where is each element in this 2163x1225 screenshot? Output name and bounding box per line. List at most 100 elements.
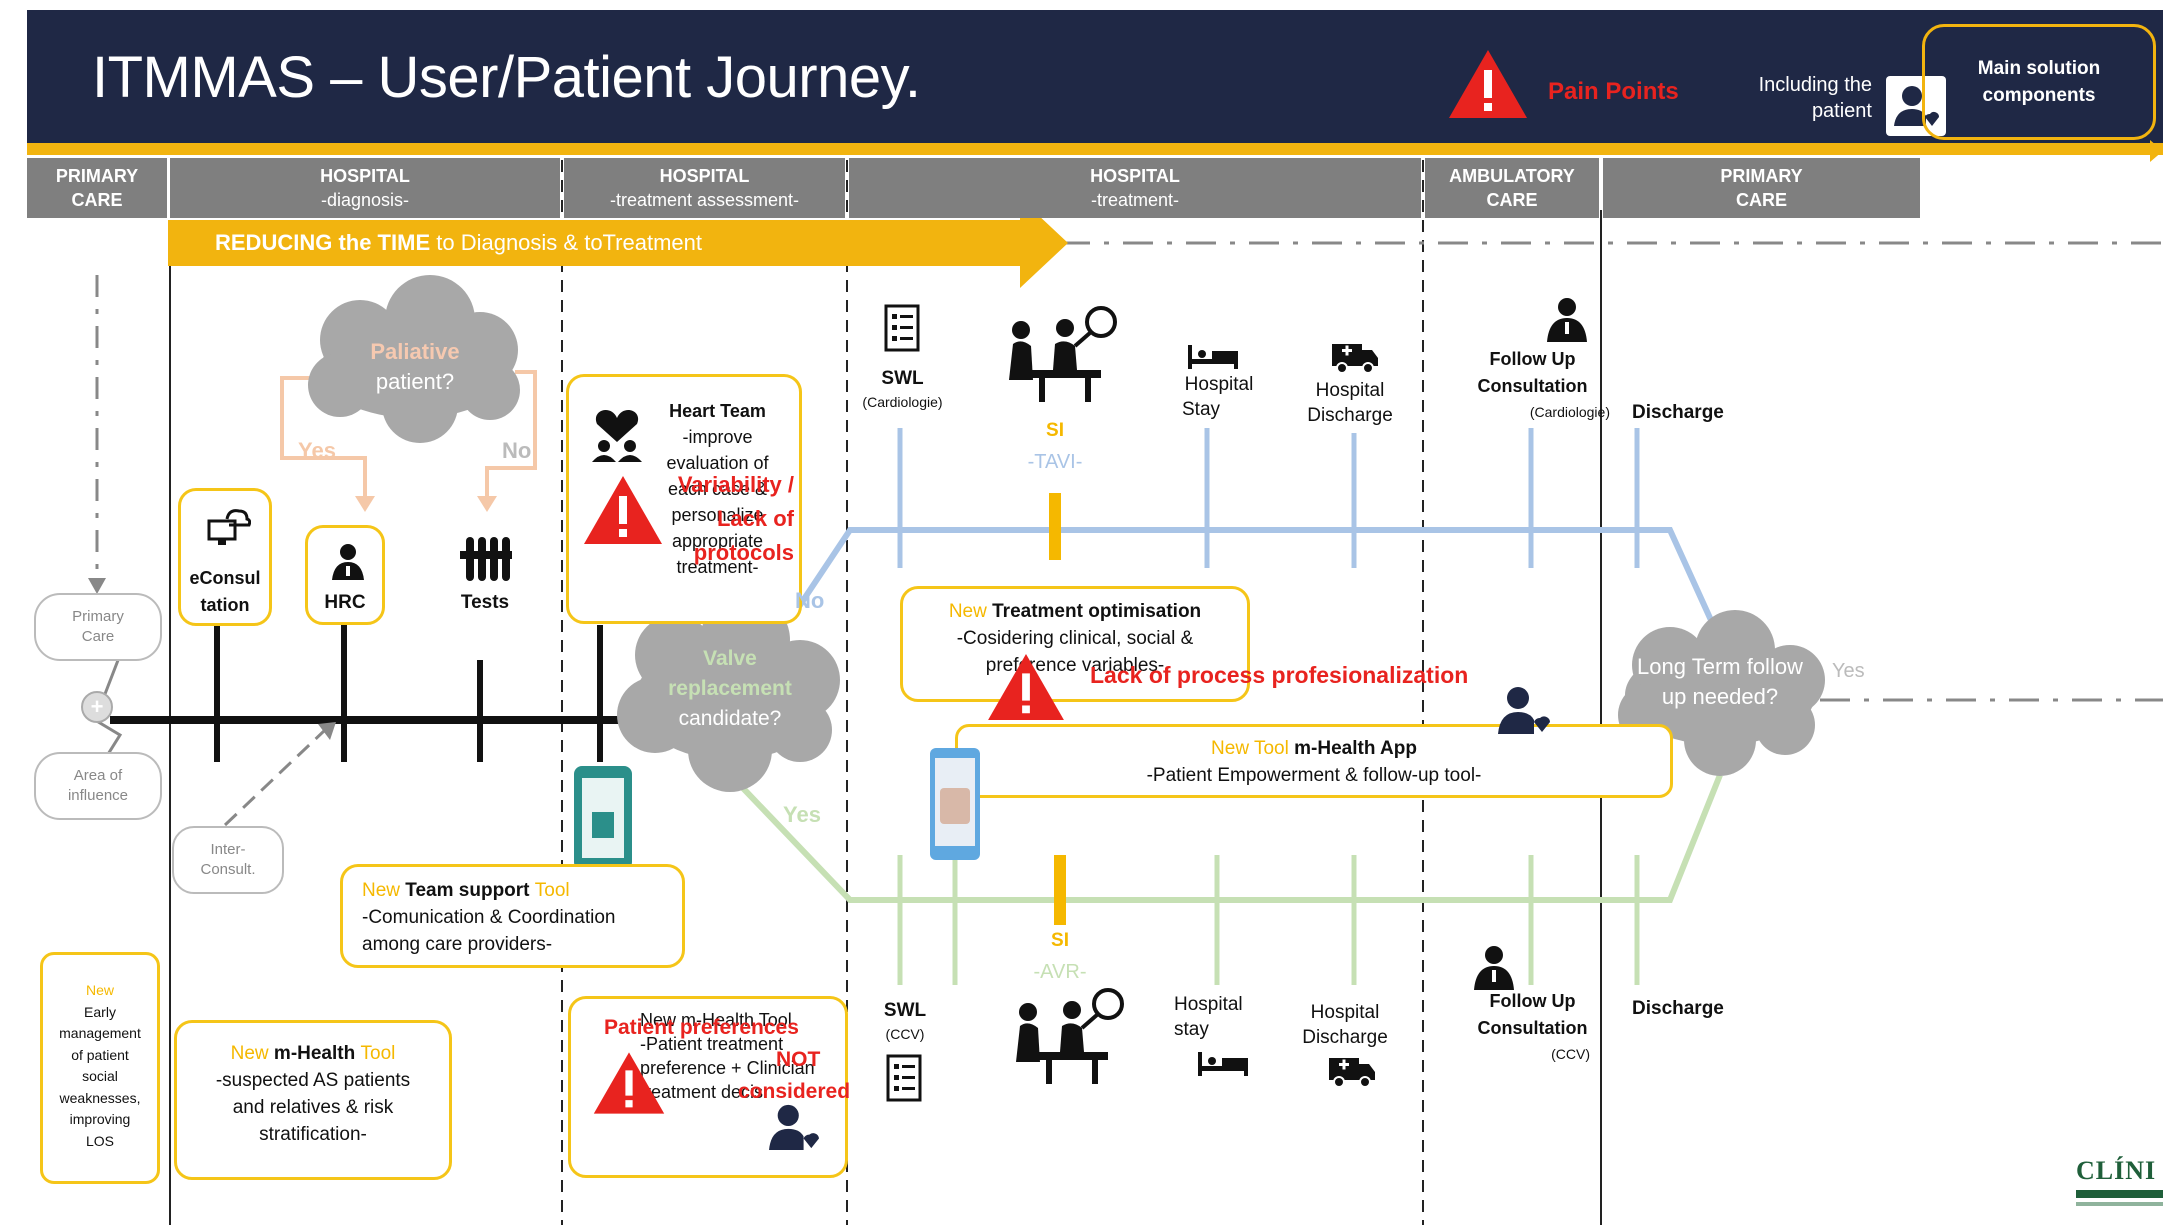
econsult-line2: tation — [200, 595, 250, 615]
tavi-surgery-icon — [1009, 306, 1117, 402]
team-support-box — [340, 864, 685, 968]
including-patient-line1: Including the — [1758, 74, 1872, 96]
accent-bar-arrow — [2150, 140, 2163, 162]
clinic-logo-bar — [2076, 1190, 2163, 1198]
tavi-swl-sub: (Cardiologie) — [862, 394, 943, 410]
clinic-logo: CLÍNI — [2076, 1156, 2157, 1185]
mhealth-app-text: New Tool m-Health App -Patient Empowerme… — [1146, 738, 1482, 786]
time-arrow-bold: REDUCING the TIME — [215, 230, 431, 255]
palliative-yes-path — [280, 376, 367, 500]
pain-point-warning-icon — [1449, 50, 1527, 118]
long-term-yes: Yes — [1832, 660, 1865, 682]
inter-consult-arrow — [223, 728, 327, 827]
monitor-cloud-icon — [207, 509, 251, 545]
including-patient-line2: patient — [1811, 100, 1872, 122]
palliative-cloud-line1: Paliative — [370, 339, 460, 364]
preferences-warning-icon — [593, 1052, 665, 1114]
header-accent-bar — [27, 143, 2163, 155]
doctor-icon — [332, 544, 364, 580]
time-arrow-banner — [168, 198, 1068, 288]
process-warning-icon — [988, 653, 1064, 721]
tavi-si-sub: -TAVI- — [1027, 451, 1083, 473]
including-patient-label: Including the patient — [1730, 72, 1872, 124]
tavi-ambulance-icon — [1332, 344, 1378, 374]
palliative-cloud-line2: patient? — [375, 369, 455, 394]
tavi-followup-sub: (Cardiologie) — [1529, 404, 1610, 420]
heart-team-title: Heart Team — [669, 401, 766, 421]
tavi-si-label: SI — [1046, 420, 1064, 441]
page-title: ITMMAS – User/Patient Journey. — [92, 45, 921, 110]
tavi-path-line — [787, 527, 1723, 642]
clinic-logo-bar-thin — [2076, 1202, 2163, 1206]
patient-pref-pain-line2: NOT — [776, 1048, 821, 1071]
hrc-box: HRC — [305, 525, 385, 625]
tavi-swl-checklist-icon — [884, 304, 920, 352]
process-pain-point: Lack of process profesionalization — [1090, 662, 1469, 688]
avr-path-line — [737, 773, 1723, 903]
patient-pref-pain-line3: considered — [738, 1080, 851, 1103]
early-management-box — [40, 952, 160, 1184]
avr-ambulance-icon — [1329, 1058, 1375, 1088]
mhealth-tool-box — [174, 1020, 452, 1180]
avr-followup-doctor-icon — [1474, 946, 1514, 990]
treatment-optimisation-box — [900, 586, 1250, 702]
tavi-swl-label: SWL — [881, 368, 924, 389]
time-arrow-rest: to Diagnosis & toTreatment — [430, 230, 702, 255]
inter-consult-oval: Inter-Consult. — [172, 826, 284, 894]
avr-si-sub: -AVR- — [1033, 961, 1087, 983]
palliative-cloud-shape — [308, 275, 520, 443]
valve-no-label: No — [795, 588, 825, 613]
avr-final-discharge: Discharge — [1632, 998, 1724, 1019]
preferences-patient-icon — [769, 1104, 819, 1150]
hrc-label: HRC — [324, 592, 366, 613]
main-solution-legend: Main solution components — [1922, 24, 2156, 140]
mhealth-phone-icon — [930, 748, 980, 860]
tavi-followup-doctor-icon — [1547, 298, 1587, 342]
tavi-hospital-bed-icon — [1188, 345, 1238, 369]
patient-heart-marker-icon — [1498, 687, 1550, 734]
tavi-final-discharge: Discharge — [1632, 402, 1724, 423]
avr-surgery-icon — [1016, 988, 1124, 1084]
valve-yes-label: Yes — [783, 802, 821, 827]
mhealth-tool-text: New m-Health Tool -suspected AS patients… — [215, 1043, 411, 1145]
main-solution-line1: Main solution — [1977, 58, 2101, 79]
stage-hospital-diagnosis: HOSPITAL-diagnosis- — [170, 158, 560, 218]
econsult-line1: eConsul — [189, 568, 261, 588]
econsultation-box: eConsul tation — [178, 488, 272, 626]
main-solution-line2: components — [1982, 85, 2096, 106]
plus-node — [81, 691, 113, 723]
title-bar — [27, 10, 2163, 143]
heart-team-icon — [592, 410, 642, 462]
team-app-phone-icon — [574, 766, 632, 870]
valve-cloud-shape — [617, 595, 840, 792]
avr-swl-sub: (CCV) — [885, 1026, 925, 1042]
pain-points-label: Pain Points — [1548, 78, 1679, 105]
time-arrow-label: REDUCING the TIME to Diagnosis & toTreat… — [215, 230, 702, 256]
palliative-no-label: No — [502, 438, 532, 463]
stage-hospital-treatment: HOSPITAL-treatment- — [849, 158, 1421, 218]
avr-followup-sub: (CCV) — [1551, 1046, 1590, 1062]
palliative-no-path — [485, 370, 537, 500]
avr-si-label: SI — [1051, 930, 1069, 951]
svg-text:+: + — [91, 694, 104, 719]
variability-warning-icon — [584, 476, 662, 544]
stage-hospital-assessment: HOSPITAL-treatment assessment- — [564, 158, 845, 218]
avr-swl-checklist-icon — [886, 1054, 922, 1102]
test-tubes-icon — [460, 537, 512, 581]
